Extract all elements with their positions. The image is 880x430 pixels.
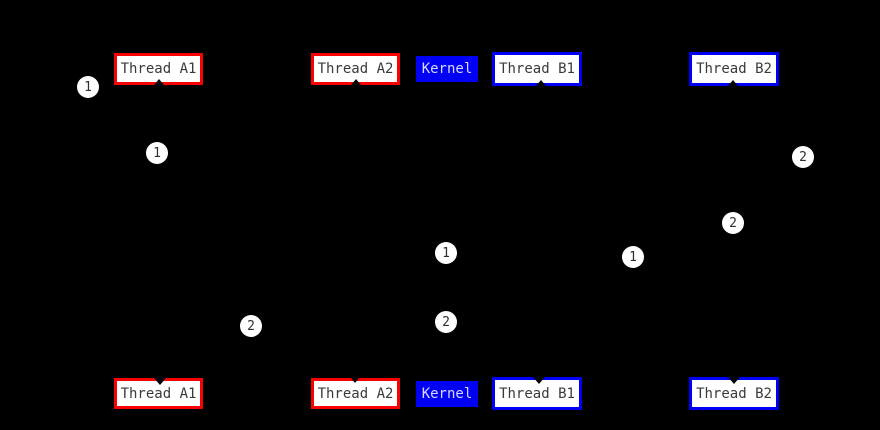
step-marker-circle: 2 xyxy=(792,146,814,168)
thread-b1-bottom-box: Thread B1 xyxy=(492,377,582,410)
arrowhead-notch-icon xyxy=(351,79,361,85)
thread-b2-bottom-box: Thread B2 xyxy=(689,377,779,410)
step-marker-circle: 1 xyxy=(146,142,168,164)
thread-b2-top-label: Thread B2 xyxy=(696,61,772,77)
thread-b1-bottom-label: Thread B1 xyxy=(499,385,575,402)
arrowhead-notch-icon xyxy=(533,377,545,384)
arrowhead-notch-icon xyxy=(154,378,166,385)
step-marker-circle: 1 xyxy=(435,242,457,264)
thread-a2-bottom-box: Thread A2 xyxy=(311,378,400,409)
thread-b2-top-box: Thread B2 xyxy=(689,52,779,86)
thread-a2-bottom-label: Thread A2 xyxy=(317,385,394,402)
arrowhead-notch-icon xyxy=(536,80,546,86)
kernel-top-box: Kernel xyxy=(416,56,478,82)
kernel-top-label: Kernel xyxy=(421,61,473,77)
thread-b2-bottom-label: Thread B2 xyxy=(696,385,772,402)
thread-a2-top-box: Thread A2 xyxy=(311,53,400,85)
step-marker-circle: 2 xyxy=(435,311,457,333)
thread-a2-top-label: Thread A2 xyxy=(317,61,394,77)
thread-b1-top-label: Thread B1 xyxy=(499,61,575,77)
arrowhead-notch-icon xyxy=(728,80,738,86)
step-marker-circle: 1 xyxy=(77,76,99,98)
thread-a1-top-label: Thread A1 xyxy=(120,61,197,77)
arrowhead-notch-icon xyxy=(351,378,359,383)
arrowhead-notch-icon xyxy=(154,79,164,85)
kernel-bottom-box: Kernel xyxy=(416,381,478,407)
kernel-bottom-label: Kernel xyxy=(421,386,473,402)
thread-a1-bottom-box: Thread A1 xyxy=(114,378,203,409)
thread-a1-top-box: Thread A1 xyxy=(114,53,203,85)
thread-b1-top-box: Thread B1 xyxy=(492,52,582,86)
step-marker-circle: 1 xyxy=(622,246,644,268)
step-marker-circle: 2 xyxy=(722,212,744,234)
thread-a1-bottom-label: Thread A1 xyxy=(120,385,197,402)
step-marker-circle: 2 xyxy=(240,315,262,337)
arrowhead-notch-icon xyxy=(728,377,740,384)
